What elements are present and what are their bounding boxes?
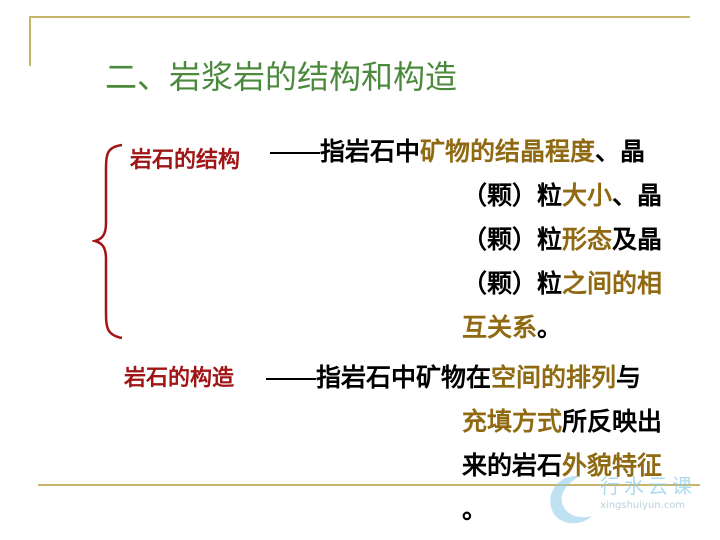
- definition-text: 、晶: [595, 137, 646, 166]
- watermark-logo-icon: [550, 475, 592, 524]
- definition-text: 、晶: [612, 181, 663, 210]
- highlighted-term: 形态: [562, 225, 613, 254]
- definition-line: 充填方式所反映出: [462, 407, 662, 437]
- definition-text: 指岩石中: [320, 137, 421, 166]
- highlighted-term: 外貌特征: [562, 451, 663, 480]
- definition-line: （颗）粒形态及晶: [462, 225, 662, 255]
- connector-dash: ——: [270, 152, 320, 154]
- definition-text: 。: [537, 313, 563, 342]
- definition-line: 。: [462, 495, 487, 525]
- highlighted-term: 大小: [562, 181, 613, 210]
- definition-line: 互关系。: [462, 313, 562, 343]
- definition-text: 所反映出: [562, 407, 663, 436]
- definition-text: 及晶: [612, 225, 663, 254]
- watermark-name: 行水云课: [600, 474, 696, 498]
- highlighted-term: 之间的相: [562, 269, 663, 298]
- definition-text: 。: [462, 495, 488, 524]
- slide-title: 二、岩浆岩的结构和构造: [105, 58, 458, 96]
- highlighted-term: 充填方式: [462, 407, 563, 436]
- definition-line: 来的岩石外貌特征: [462, 451, 662, 481]
- left-rule: [29, 16, 31, 66]
- definition-line: （颗）粒之间的相: [462, 269, 662, 299]
- bottom-rule: [38, 484, 700, 486]
- definition-text: （颗）粒: [462, 225, 563, 254]
- definition-line: （颗）粒大小、晶: [462, 181, 662, 211]
- definition-text: 指岩石中矿物在: [316, 363, 492, 392]
- highlighted-term: 空间的排列: [491, 363, 617, 392]
- definition-line: ——指岩石中矿物的结晶程度、晶: [270, 137, 645, 167]
- curly-brace-icon: [92, 143, 123, 340]
- definition-text: 与: [616, 363, 642, 392]
- structure-label: 岩石的结构: [130, 148, 241, 173]
- watermark-url: xingshuiyun.com: [600, 500, 686, 511]
- definition-text: （颗）粒: [462, 181, 563, 210]
- definition-line: ——指岩石中矿物在空间的排列与: [266, 363, 641, 393]
- top-rule: [30, 16, 690, 18]
- connector-dash: ——: [266, 378, 316, 380]
- highlighted-term: 矿物的结晶程度: [420, 137, 596, 166]
- definition-text: （颗）粒: [462, 269, 563, 298]
- definition-text: 来的岩石: [462, 451, 563, 480]
- highlighted-term: 互关系: [462, 313, 538, 342]
- construction-label: 岩石的构造: [124, 366, 235, 391]
